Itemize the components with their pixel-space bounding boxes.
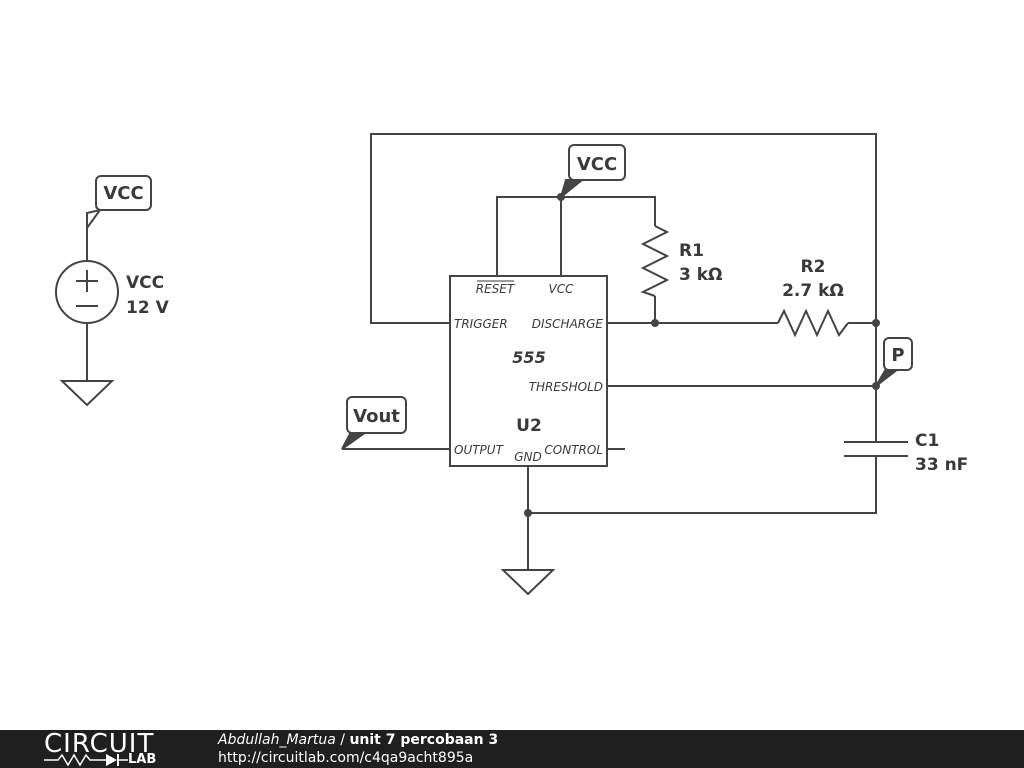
r2-name: R2 xyxy=(801,257,826,277)
c1-name: C1 xyxy=(915,431,939,451)
wires xyxy=(342,133,877,570)
r1-value: 3 kΩ xyxy=(679,265,723,285)
ground-symbol-source xyxy=(59,380,115,407)
resistor-r2[interactable]: R2 2.7 kΩ xyxy=(777,257,849,338)
title-separator: / xyxy=(335,732,350,748)
circuit-title: unit 7 percobaan 3 xyxy=(349,732,499,748)
pin-vcc: VCC xyxy=(549,282,575,296)
pin-gnd: GND xyxy=(514,450,542,464)
vcc-source-tag: VCC xyxy=(86,175,152,232)
vcc-bus-tag-text: VCC xyxy=(577,154,617,175)
pin-threshold: THRESHOLD xyxy=(529,380,603,394)
r2-value: 2.7 kΩ xyxy=(782,281,844,301)
resistor-diode-logo-icon xyxy=(44,753,128,767)
probe-p[interactable]: P xyxy=(875,337,913,387)
resistor-r1[interactable]: R1 3 kΩ xyxy=(640,225,723,297)
footer-bar: CIRCUIT LAB Abdullah_Martua / unit 7 per… xyxy=(0,730,1024,768)
chip-ref: U2 xyxy=(516,416,542,436)
vcc-source[interactable]: VCC VCC 12 V xyxy=(55,175,170,407)
author-link[interactable]: Abdullah_Martua xyxy=(218,732,336,748)
circuitlab-logo-text[interactable]: CIRCUIT xyxy=(44,729,155,759)
r1-name: R1 xyxy=(679,241,704,261)
author-title-line: Abdullah_Martua / unit 7 percobaan 3 xyxy=(218,731,498,749)
pin-control: CONTROL xyxy=(544,443,603,457)
vcc-source-tag-text: VCC xyxy=(103,183,143,204)
chip-type: 555 xyxy=(512,348,545,367)
pin-discharge: DISCHARGE xyxy=(532,317,604,331)
vcc-source-value: 12 V xyxy=(126,298,170,318)
vcc-source-name: VCC xyxy=(126,273,164,293)
capacitor-c1[interactable]: C1 33 nF xyxy=(844,431,968,475)
circuitlab-logo-lab: LAB xyxy=(128,752,157,767)
ground-symbol-chip xyxy=(500,569,556,596)
vcc-bus-tag[interactable]: VCC xyxy=(559,144,626,200)
ic-555[interactable]: RESET VCC TRIGGER DISCHARGE THRESHOLD OU… xyxy=(449,275,608,467)
pin-trigger: TRIGGER xyxy=(454,317,508,331)
circuit-url-link[interactable]: http://circuitlab.com/c4qa9acht895a xyxy=(218,750,474,766)
probe-vout[interactable]: Vout xyxy=(341,396,407,450)
pin-reset: RESET xyxy=(476,282,516,296)
c1-value: 33 nF xyxy=(915,455,968,475)
pin-output: OUTPUT xyxy=(454,443,505,457)
probe-p-text: P xyxy=(891,345,904,366)
probe-vout-text: Vout xyxy=(353,406,400,427)
